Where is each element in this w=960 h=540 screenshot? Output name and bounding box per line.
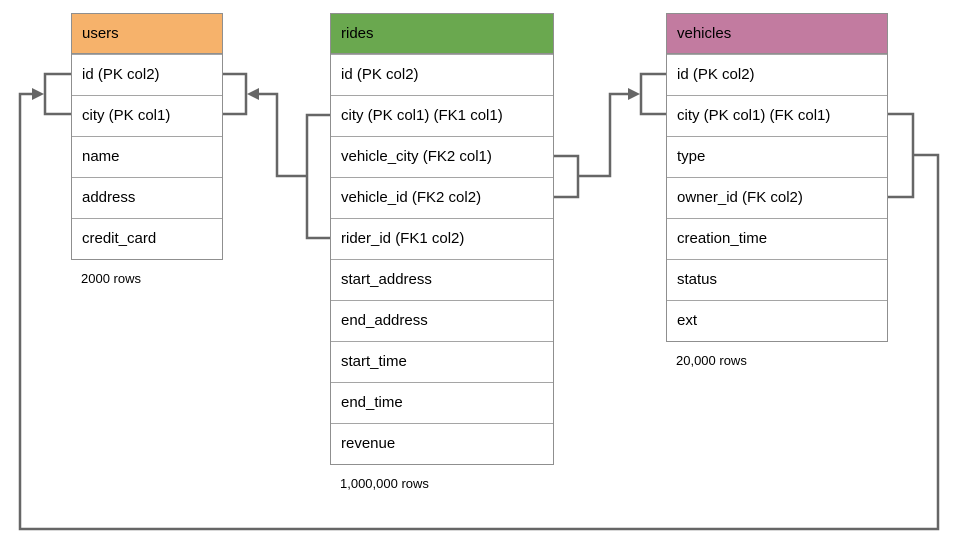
rides-to-users-arrow-icon (247, 88, 259, 100)
table-vehicles: vehicles id (PK col2) city (PK col1) (FK… (666, 13, 888, 368)
table-row: start_time (331, 341, 553, 382)
table-row: vehicle_id (FK2 col2) (331, 177, 553, 218)
table-row: revenue (331, 423, 553, 464)
table-row: ext (667, 300, 887, 341)
table-users: users id (PK col2) city (PK col1) name a… (71, 13, 223, 286)
users-left-bracket (43, 72, 71, 116)
table-row: address (72, 177, 222, 218)
rides-left-bracket (305, 113, 330, 240)
rides-right-bracket (554, 154, 580, 199)
table-rides: rides id (PK col2) city (PK col1) (FK1 c… (330, 13, 554, 491)
rides-row-count: 1,000,000 rows (340, 476, 429, 491)
table-row: id (PK col2) (331, 54, 553, 95)
rides-to-vehicles-connector (578, 92, 628, 178)
users-row-count: 2000 rows (81, 271, 141, 286)
table-row: city (PK col1) (FK col1) (667, 95, 887, 136)
table-vehicles-box: vehicles id (PK col2) city (PK col1) (FK… (666, 13, 888, 342)
table-users-header: users (72, 14, 222, 54)
table-row: end_address (331, 300, 553, 341)
table-vehicles-header: vehicles (667, 14, 887, 54)
table-row: id (PK col2) (72, 54, 222, 95)
vehicles-left-bracket (639, 72, 666, 116)
table-row: city (PK col1) (72, 95, 222, 136)
table-row: id (PK col2) (667, 54, 887, 95)
rides-to-vehicles-arrow-icon (628, 88, 640, 100)
table-row: rider_id (FK1 col2) (331, 218, 553, 259)
table-rides-box: rides id (PK col2) city (PK col1) (FK1 c… (330, 13, 554, 465)
vehicles-row-count: 20,000 rows (676, 353, 747, 368)
table-row: end_time (331, 382, 553, 423)
table-row: status (667, 259, 887, 300)
rides-to-users-connector (259, 92, 307, 178)
table-row: start_address (331, 259, 553, 300)
table-row: vehicle_city (FK2 col1) (331, 136, 553, 177)
table-row: name (72, 136, 222, 177)
table-rides-header: rides (331, 14, 553, 54)
vehicles-to-users-arrow-icon (32, 88, 44, 100)
table-row: city (PK col1) (FK1 col1) (331, 95, 553, 136)
table-row: type (667, 136, 887, 177)
table-row: credit_card (72, 218, 222, 259)
vehicles-right-bracket (888, 112, 915, 199)
table-row: owner_id (FK col2) (667, 177, 887, 218)
table-row: creation_time (667, 218, 887, 259)
users-right-bracket (223, 72, 248, 116)
vehicles-to-users-connector (18, 92, 940, 531)
table-users-box: users id (PK col2) city (PK col1) name a… (71, 13, 223, 260)
